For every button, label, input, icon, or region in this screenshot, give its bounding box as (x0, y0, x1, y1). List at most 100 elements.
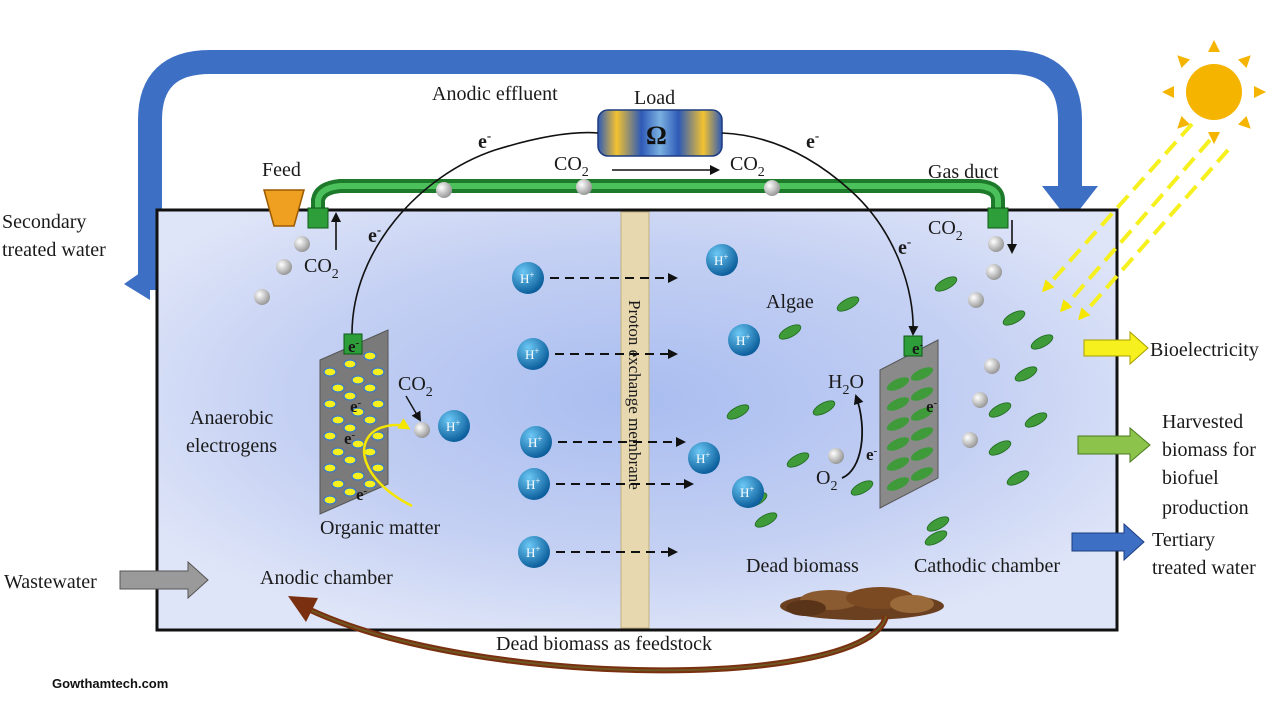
co2-bubble (576, 179, 592, 195)
electron-label-anode-3: e- (356, 485, 368, 504)
electrogen-cell (343, 455, 357, 465)
tertiary-label-line2: treated water (1152, 557, 1256, 579)
secondary-label-line1: Secondary (2, 211, 86, 233)
cathode-algae (886, 367, 934, 491)
o2-bubble (828, 448, 844, 464)
biomass-recycle-arrow-glow (301, 605, 887, 672)
proton-ion (518, 468, 550, 500)
algae-cell (886, 397, 910, 411)
electrogen-cell (323, 399, 337, 409)
electrogen-cell (331, 415, 345, 425)
co2-bubble (764, 180, 780, 196)
algae-cell (886, 437, 910, 451)
harvested-label-line1: Harvested (1162, 411, 1243, 433)
co2-bubble (962, 432, 978, 448)
proton-ion (512, 262, 544, 294)
gas-duct-highlight (315, 183, 1001, 212)
electrogen-cell (323, 495, 337, 505)
electrogen-cell (351, 407, 365, 417)
electron-label-anode-terminal: e- (348, 337, 360, 356)
tertiary-label-line1: Tertiary (1152, 529, 1215, 551)
co2-bubble (986, 264, 1002, 280)
co2-label-duct-left: CO2 (554, 153, 589, 180)
membrane-label: Proton exchange membrane (625, 300, 644, 490)
electrogen-cell (331, 479, 345, 489)
proton-label: H+ (714, 252, 728, 268)
algae-cell (1024, 412, 1048, 428)
gas-duct-label: Gas duct (928, 161, 999, 183)
bioelectricity-arrow (1083, 330, 1149, 366)
harvested-label-line4: production (1162, 497, 1249, 519)
proton-label: H+ (528, 434, 542, 450)
electrogen-cell (363, 479, 377, 489)
anodic-effluent-label: Anodic effluent (432, 83, 558, 105)
algae-cell (886, 457, 910, 471)
electron-label-anode-2: e- (344, 429, 356, 448)
co2-bubble (276, 259, 292, 275)
algae-cell (786, 452, 810, 468)
algae-cell (910, 407, 934, 421)
sunlight-rays (1042, 122, 1230, 321)
load-label: Load (634, 87, 675, 109)
proton-label: H+ (696, 450, 710, 466)
electrogen-cell (323, 367, 337, 377)
electrogen-cell (343, 487, 357, 497)
proton-ion (706, 244, 738, 276)
algae-cell (1014, 366, 1038, 382)
algae-cell (886, 417, 910, 431)
anaerobic-label-line1: Anaerobic (190, 407, 273, 429)
feed-hopper (263, 189, 305, 227)
algae-cell (726, 404, 750, 420)
proton-label: H+ (525, 346, 539, 362)
algae-cell (1002, 310, 1026, 326)
electrogen-cell (351, 471, 365, 481)
duct-outlet (987, 207, 1009, 229)
algae-cell (988, 402, 1012, 418)
proton-label: H+ (526, 544, 540, 560)
algae-cell (910, 467, 934, 481)
harvested-label-line2: biomass for (1162, 439, 1256, 461)
co2-label-duct-right: CO2 (730, 153, 765, 180)
electron-label-anode-wire: e- (368, 222, 381, 247)
cathodic-chamber-label: Cathodic chamber (914, 555, 1060, 577)
electrogen-cell (363, 351, 377, 361)
electron-label-cathode-terminal: e- (912, 339, 924, 358)
co2-bubble (254, 289, 270, 305)
electrogen-cell (343, 391, 357, 401)
recycle-flow-arrowhead (1042, 186, 1098, 222)
co2-bubble (414, 422, 430, 438)
suspended-algae (726, 276, 1054, 546)
gas-duct (311, 179, 1005, 212)
electron-label-anode-1: e- (350, 397, 362, 416)
algae-cell (934, 276, 958, 292)
proton-ion (520, 426, 552, 458)
algae-cell (910, 387, 934, 401)
electrogen-cell (371, 431, 385, 441)
secondary-outflow-arrowhead (124, 266, 150, 300)
anode-terminal (343, 333, 363, 355)
bioelectricity-label: Bioelectricity (1150, 339, 1259, 361)
algae-label: Algae (766, 291, 814, 313)
electron-label-top-right: e- (806, 128, 819, 153)
harvested-label-line3: biofuel (1162, 467, 1219, 489)
electrogen-cell (363, 447, 377, 457)
cathode-terminal (903, 335, 923, 357)
algae-cell (886, 377, 910, 391)
organic-matter-label: Organic matter (320, 517, 440, 539)
algae-cell (778, 324, 802, 340)
co2-label-oxidation: CO2 (398, 373, 433, 400)
proton-label: H+ (446, 418, 460, 434)
algae-cell (812, 400, 836, 416)
feed-label: Feed (262, 159, 301, 181)
o2-label: O2 (816, 467, 837, 494)
electrogen-cell (351, 375, 365, 385)
algae-cell (988, 440, 1012, 456)
secondary-label-line2: treated water (2, 239, 106, 261)
co2-label-cathode: CO2 (928, 217, 963, 244)
algae-cell (910, 367, 934, 381)
algae-cell (754, 512, 778, 528)
electrogen-cell (351, 439, 365, 449)
electron-label-top-left: e- (478, 128, 491, 153)
electrogen-cell (323, 463, 337, 473)
